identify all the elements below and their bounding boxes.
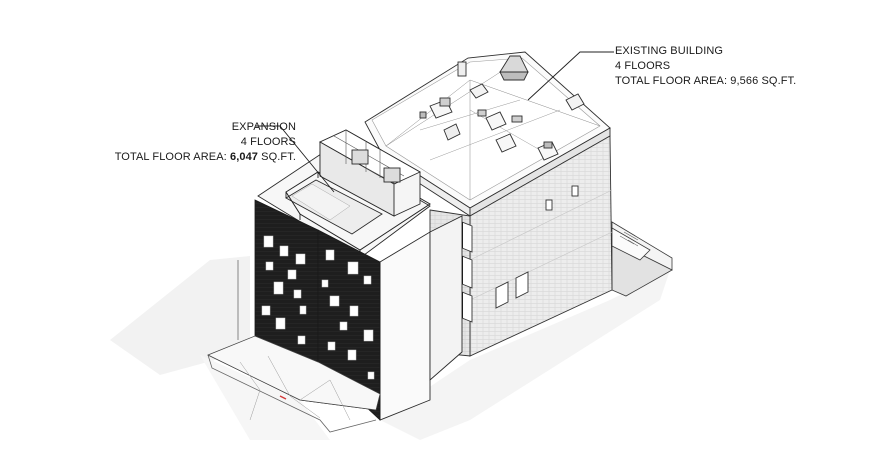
- expansion-title: EXPANSION: [231, 121, 296, 133]
- existing-leader-line: [527, 51, 614, 101]
- expansion-floors: 4 FLOORS: [240, 136, 296, 148]
- site-details: [207, 260, 381, 433]
- expansion-area-line: TOTAL FLOOR AREA: 6,047 SQ.FT.: [96, 150, 296, 165]
- existing-roof: [364, 51, 611, 217]
- ground-shadow: [110, 256, 670, 440]
- existing-title: EXISTING BUILDING: [615, 45, 724, 57]
- existing-area-prefix: TOTAL FLOOR AREA:: [615, 75, 731, 87]
- expansion-roof: [257, 129, 431, 259]
- existing-area-unit: SQ.FT.: [758, 75, 797, 87]
- existing-area-value: 9,566: [730, 75, 759, 87]
- expansion-area-unit: SQ.FT.: [258, 151, 296, 163]
- expansion-leader-line: [256, 125, 335, 193]
- existing-area-line: TOTAL FLOOR AREA: 9,566 SQ.FT.: [615, 74, 796, 89]
- existing-building-label: EXISTING BUILDING 4 FLOORS TOTAL FLOOR A…: [615, 44, 796, 89]
- expansion-area-value: 6,047: [229, 151, 259, 163]
- existing-facade-right: [469, 135, 613, 357]
- leader-lines: [256, 51, 614, 193]
- expansion-windows: [261, 235, 375, 380]
- expansion-area-prefix: TOTAL FLOOR AREA:: [114, 151, 230, 163]
- expansion-facade-right: [379, 215, 463, 421]
- expansion-label: EXPANSION 4 FLOORS TOTAL FLOOR AREA: 6,0…: [96, 120, 296, 165]
- existing-floors: 4 FLOORS: [615, 60, 671, 72]
- rear-annex: [611, 221, 673, 297]
